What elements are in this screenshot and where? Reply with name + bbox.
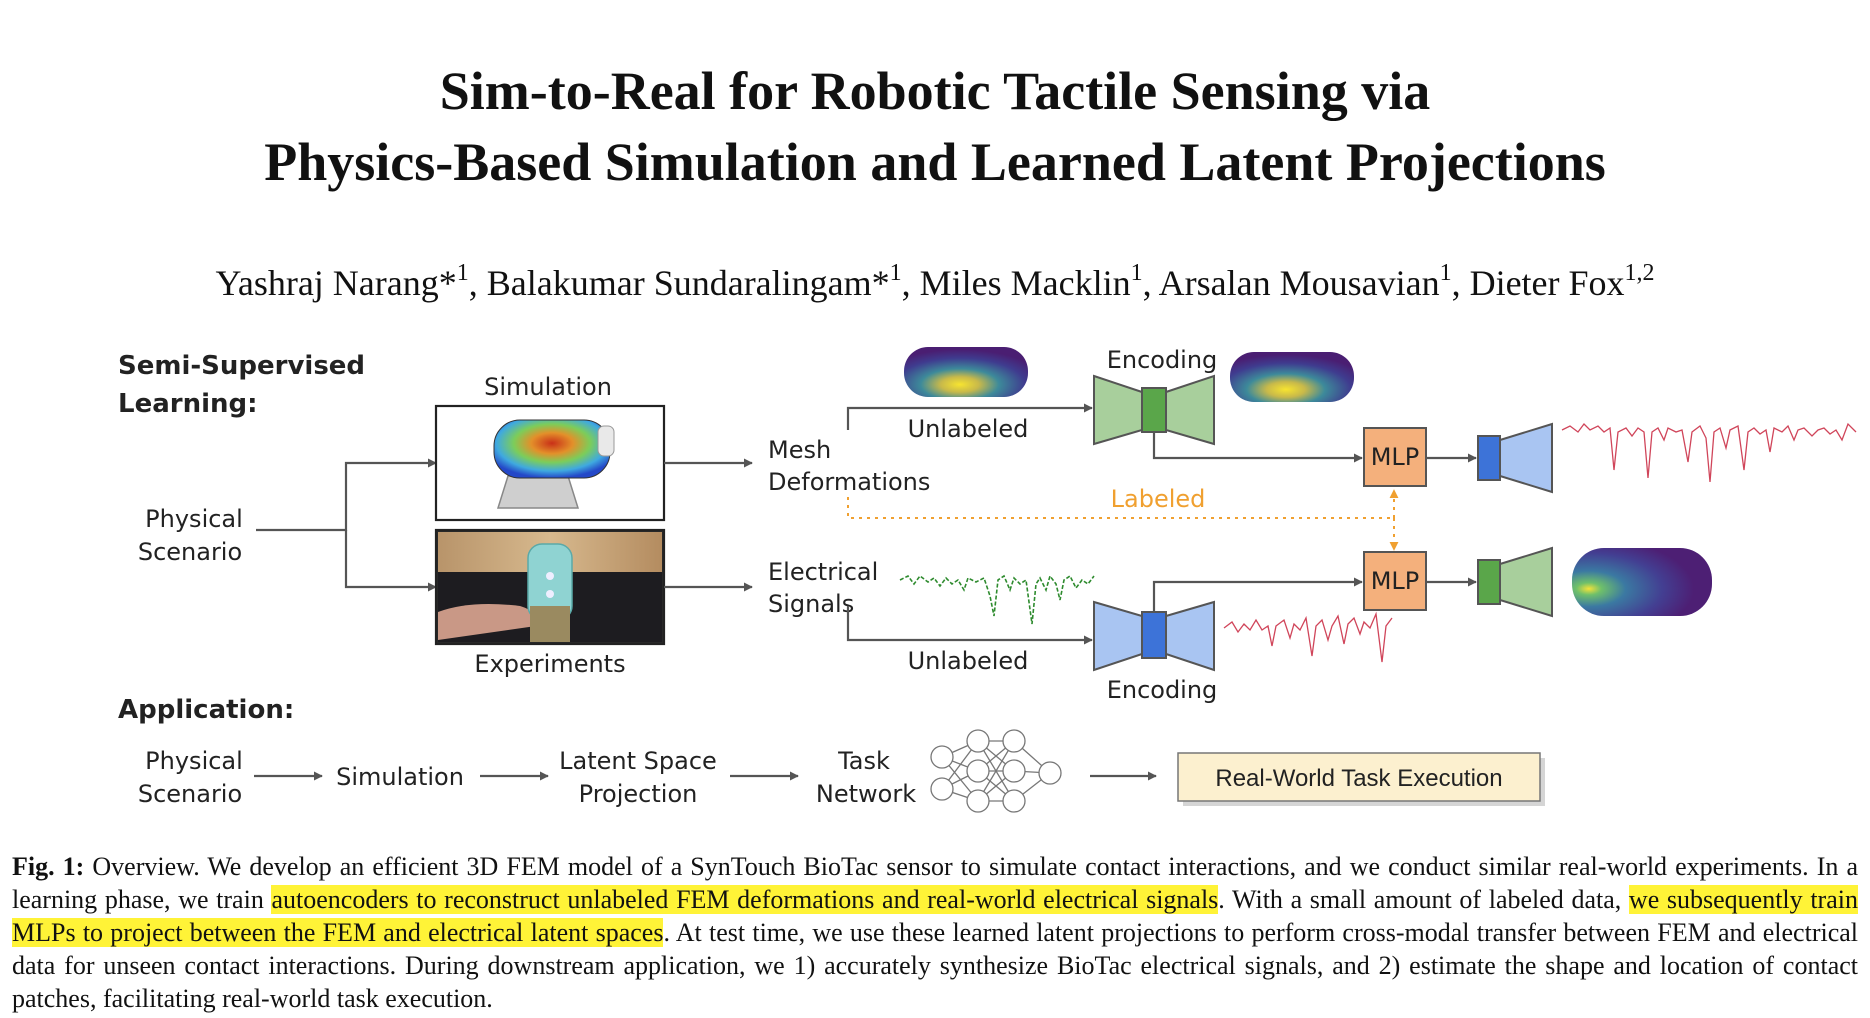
network-label: Network xyxy=(816,780,916,808)
sim-mount-shape xyxy=(496,475,580,509)
latent-space-label: Latent Space xyxy=(559,747,717,775)
arrow-latent-to-mlp-top xyxy=(1152,432,1363,463)
mesh-label: Mesh xyxy=(768,436,831,464)
photo-biotac-dot-1 xyxy=(546,572,554,580)
projection-label: Projection xyxy=(579,780,698,808)
top-electrical-decoder-shape xyxy=(1499,422,1553,494)
arrow-latent-to-mlp-bottom xyxy=(1152,577,1363,612)
top-output-signal xyxy=(1561,422,1857,483)
paper-title: Sim-to-Real for Robotic Tactile Sensing … xyxy=(0,56,1870,198)
top-decoder-shape xyxy=(1165,374,1215,446)
signals-label: Signals xyxy=(768,590,854,618)
real-world-task-box xyxy=(1177,752,1541,802)
electrical-label: Electrical xyxy=(768,558,878,586)
scenario-label: Scenario xyxy=(138,538,242,566)
top-decoded-latent-shape xyxy=(1477,435,1501,481)
mlp-bottom-label: MLP xyxy=(1371,567,1420,595)
bottom-encoder-shape xyxy=(1093,600,1143,672)
mlp-top-label: MLP xyxy=(1371,443,1420,471)
bottom-decoder-shape xyxy=(1165,600,1215,672)
photo-finger-shape xyxy=(438,604,537,640)
author-2-affiliation: 1 xyxy=(889,260,902,286)
app-scenario-label: Scenario xyxy=(138,780,242,808)
author-1-affiliation: 1 xyxy=(456,260,469,286)
labeled-dotted-line xyxy=(847,497,1394,519)
author-4: Arsalan Mousavian xyxy=(1158,263,1440,303)
app-physical-label: Physical xyxy=(145,747,243,775)
mesh-input-shape xyxy=(904,347,1028,397)
application-heading: Application: xyxy=(118,695,294,725)
author-3: Miles Macklin xyxy=(919,263,1131,303)
caption-text-1: Overview. We develop an efficient 3D FEM… xyxy=(12,852,1858,914)
top-encoder-shape xyxy=(1093,374,1143,446)
neural-network-icon xyxy=(930,729,1062,813)
labeled-label: Labeled xyxy=(1111,485,1206,513)
mesh-reconstruction-shape xyxy=(1230,352,1354,402)
figure-caption: Fig. 1: Overview. We develop an efficien… xyxy=(12,850,1858,1015)
arrow-electrical-to-encoder xyxy=(846,606,1093,645)
author-1: Yashraj Narang* xyxy=(215,263,457,303)
electrical-input-signal xyxy=(899,574,1095,625)
learning-heading: Learning: xyxy=(118,389,258,419)
title-line-1: Sim-to-Real for Robotic Tactile Sensing … xyxy=(439,61,1431,121)
encoding-top-label: Encoding xyxy=(1107,346,1218,374)
author-3-affiliation: 1 xyxy=(1130,260,1143,286)
real-world-task-label: Real-World Task Execution xyxy=(1215,765,1502,792)
physical-label: Physical xyxy=(145,505,243,533)
top-latent-shape xyxy=(1141,387,1167,433)
task-label: Task xyxy=(837,747,890,775)
caption-highlight-1: autoencoders to reconstruct unlabeled FE… xyxy=(271,885,1219,914)
photo-biotac-base xyxy=(530,606,570,642)
experiments-label: Experiments xyxy=(474,650,625,678)
bottom-latent-shape xyxy=(1141,611,1167,659)
title-line-2: Physics-Based Simulation and Learned Lat… xyxy=(264,132,1606,192)
caption-text-2: . With a small amount of labeled data, xyxy=(1218,885,1629,914)
arrow-to-experiments xyxy=(344,530,437,592)
author-5-affiliation: 1,2 xyxy=(1624,260,1655,286)
bottom-mesh-decoder-shape xyxy=(1499,546,1553,618)
app-simulation-label: Simulation xyxy=(336,763,464,791)
unlabeled-bottom-label: Unlabeled xyxy=(908,647,1029,675)
mlp-bottom-box xyxy=(1363,551,1427,611)
electrical-reconstruction-signal xyxy=(1223,611,1393,663)
encoding-bottom-label: Encoding xyxy=(1107,676,1218,704)
author-list: Yashraj Narang*1, Balakumar Sundaralinga… xyxy=(215,260,1655,303)
mesh-output-shape xyxy=(1572,548,1712,616)
caption-text-3: . At test time, we use these learned lat… xyxy=(12,918,1859,1013)
semi-supervised-heading: Semi-Supervised xyxy=(118,351,365,381)
caption-label: Fig. 1: xyxy=(12,852,85,881)
bottom-decoded-latent-shape xyxy=(1477,559,1501,605)
sim-heatmap-shape xyxy=(493,419,611,479)
author-4-affiliation: 1 xyxy=(1439,260,1452,286)
photo-biotac-dot-2 xyxy=(546,590,554,598)
author-2: Balakumar Sundaralingam* xyxy=(486,263,890,303)
sim-cap-shape xyxy=(597,425,615,457)
overview-figure: Semi-Supervised Learning: Physical Scena… xyxy=(0,340,1870,820)
simulation-label: Simulation xyxy=(484,373,612,401)
author-5: Dieter Fox xyxy=(1469,263,1625,303)
deformations-label: Deformations xyxy=(768,468,930,496)
arrow-to-simulation xyxy=(256,458,437,532)
overview-diagram: Semi-Supervised Learning: Physical Scena… xyxy=(118,346,1857,813)
arrow-mesh-to-encoder xyxy=(846,403,1093,430)
unlabeled-top-label: Unlabeled xyxy=(908,415,1029,443)
